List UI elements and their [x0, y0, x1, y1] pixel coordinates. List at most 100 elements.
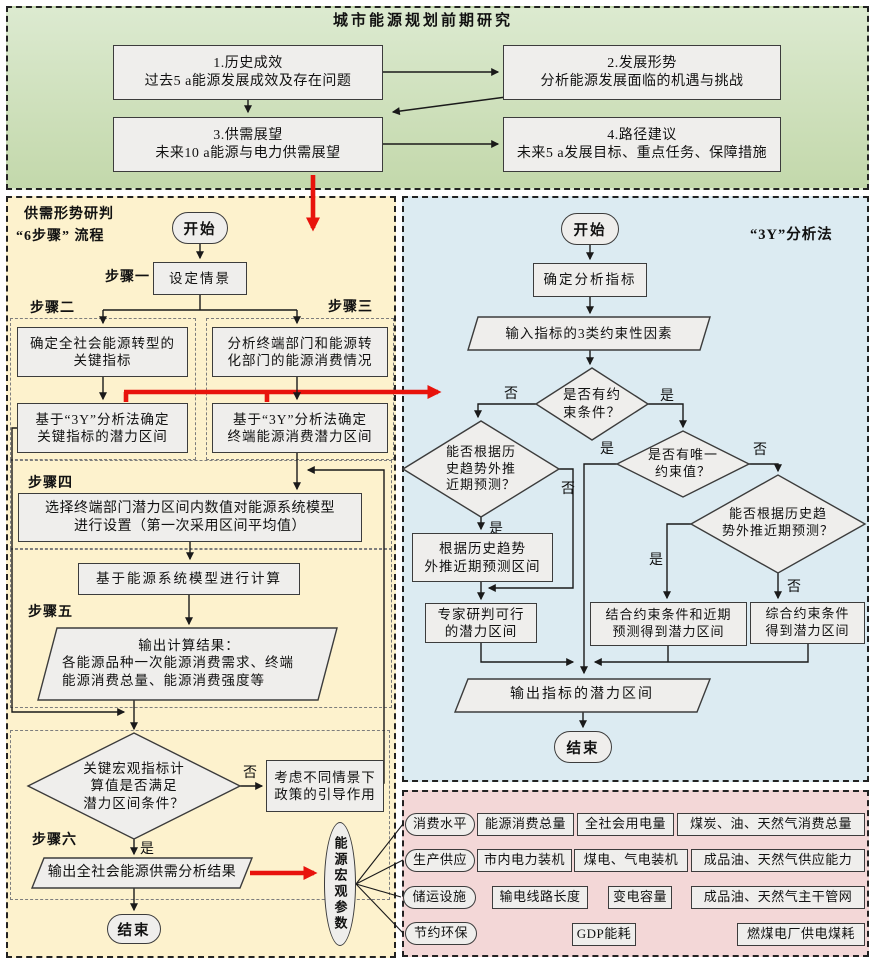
label-step6-label-text: 步骤六 — [32, 833, 77, 848]
param-coal-plant-rate-text: 燃煤电厂供电煤耗 — [746, 926, 855, 942]
node-combine-range: 结合约束条件和近期 预测得到潜力区间 — [590, 602, 747, 646]
param-substation-capacity-text: 变电容量 — [612, 889, 667, 905]
box-history-title: 1.历史成效 — [213, 55, 283, 71]
node-analyze-enduse: 分析终端部门和能源转 化部门的能源消费情况 — [212, 327, 388, 377]
node-expert-range-l1: 专家研判可行 — [437, 606, 525, 622]
six-start-text: 开始 — [183, 221, 217, 238]
3y-start: 开始 — [561, 213, 619, 245]
node-hist-extrapolate-l1: 根据历史趋势 — [439, 541, 526, 557]
six-step-heading-2: “6步骤” 流程 — [16, 225, 105, 245]
label-d2-no-text: 否 — [561, 482, 576, 497]
node-analyze-enduse-l1: 分析终端部门和能源转 — [227, 335, 373, 351]
label-d3-yes: 是 — [600, 438, 615, 458]
box-outlook-title: 3.供需展望 — [213, 127, 283, 143]
param-line-length-text: 输电线路长度 — [499, 889, 581, 905]
node-3y-enduse-range-l2: 终端能源消费潜力区间 — [227, 429, 373, 444]
node-macro-ellipse-text: 能源宏观参数 — [332, 836, 348, 932]
node-model-setup-l1: 选择终端部门潜力区间内数值对能源系统模型 — [45, 500, 335, 516]
param-electricity-total-text: 全社会用电量 — [584, 816, 666, 832]
param-energy-total: 能源消费总量 — [477, 813, 574, 836]
node-3y-enduse-range: 基于“3Y”分析法确定 终端能源消费潜力区间 — [212, 403, 388, 453]
six-start: 开始 — [172, 212, 228, 244]
cat-production: 生产供应 — [405, 849, 475, 872]
label-d4-yes-text: 是 — [649, 553, 664, 568]
box-situation-desc: 分析能源发展面临的机遇与挑战 — [540, 73, 744, 89]
label-step3: 步骤三 — [328, 296, 373, 316]
label-d4-yes: 是 — [649, 549, 664, 569]
label-d4-no-text: 否 — [787, 580, 802, 595]
six-end-text: 结束 — [117, 922, 151, 939]
param-pipeline-network-text: 成品油、天然气主干管网 — [703, 889, 853, 905]
cat-production-text: 生产供应 — [412, 852, 467, 868]
group-step6 — [10, 730, 390, 900]
node-define-indicator: 确定分析指标 — [533, 263, 647, 297]
node-macro-ellipse: 能源宏观参数 — [324, 822, 356, 946]
node-combine-range-l1: 结合约束条件和近期 — [605, 607, 732, 623]
node-set-scenario-text: 设定情景 — [169, 270, 231, 286]
label-step2: 步骤二 — [30, 297, 75, 317]
param-city-capacity-text: 市内电力装机 — [483, 852, 565, 868]
group-step4 — [10, 460, 392, 549]
label-step6-yes: 是 — [140, 838, 155, 858]
node-synth-range-l1: 综合约束条件 — [765, 606, 850, 622]
decision-hist-trend-left — [401, 420, 561, 518]
node-combine-range-l2: 预测得到潜力区间 — [612, 624, 725, 639]
cat-conservation-text: 节约环保 — [413, 925, 468, 941]
param-line-length: 输电线路长度 — [492, 886, 588, 909]
node-model-calc: 基于能源系统模型进行计算 — [78, 563, 300, 595]
param-gdp-energy-text: GDP能耗 — [576, 926, 632, 942]
node-expert-range: 专家研判可行 的潜力区间 — [425, 603, 537, 643]
node-model-setup: 选择终端部门潜力区间内数值对能源系统模型 进行设置（第一次采用区间平均值） — [18, 493, 362, 542]
decision-hist-trend-right — [689, 474, 867, 574]
node-expert-range-l2: 的潜力区间 — [444, 624, 518, 639]
label-step3-text: 步骤三 — [328, 300, 373, 315]
label-step5-text: 步骤五 — [28, 605, 73, 620]
label-d1-no: 否 — [504, 383, 519, 403]
node-model-setup-l2: 进行设置（第一次采用区间平均值） — [74, 518, 306, 534]
box-history-desc: 过去5 a能源发展成效及存在问题 — [144, 73, 352, 89]
label-d4-no: 否 — [787, 576, 802, 596]
io-output-supply-demand — [30, 857, 254, 889]
param-coal-gas-capacity-text: 煤电、气电装机 — [583, 852, 679, 868]
label-step6-yes-text: 是 — [140, 842, 155, 857]
cat-storage-text: 储运设施 — [412, 889, 467, 905]
node-set-scenario: 设定情景 — [153, 262, 247, 295]
param-city-capacity: 市内电力装机 — [477, 849, 572, 872]
label-d1-yes-text: 是 — [660, 389, 675, 404]
label-d2-no: 否 — [561, 478, 576, 498]
param-pipeline-network: 成品油、天然气主干管网 — [691, 886, 865, 909]
cat-conservation: 节约环保 — [405, 922, 477, 945]
param-oil-gas-supply-text: 成品油、天然气供应能力 — [703, 852, 853, 868]
3y-end: 结束 — [554, 731, 612, 763]
box-history: 1.历史成效 过去5 a能源发展成效及存在问题 — [113, 45, 383, 100]
box-situation: 2.发展形势 分析能源发展面临的机遇与挑战 — [503, 45, 781, 100]
param-fossil-total: 煤炭、油、天然气消费总量 — [677, 813, 865, 836]
label-step6-no: 否 — [243, 762, 258, 782]
node-hist-extrapolate: 根据历史趋势 外推近期预测区间 — [412, 533, 553, 582]
decision-unique-constraint — [615, 430, 751, 498]
node-3y-key-range-l1: 基于“3Y”分析法确定 — [35, 411, 170, 427]
decision-has-constraint — [534, 367, 650, 441]
six-end: 结束 — [107, 914, 161, 944]
3y-end-text: 结束 — [566, 740, 600, 757]
label-3y-method: “3Y”分析法 — [750, 223, 833, 244]
node-hist-extrapolate-l2: 外推近期预测区间 — [424, 558, 541, 574]
node-key-indicators-l1: 确定全社会能源转型的 — [30, 335, 175, 351]
node-synth-range: 综合约束条件 得到潜力区间 — [750, 602, 865, 644]
node-model-calc-text: 基于能源系统模型进行计算 — [96, 571, 282, 587]
box-situation-title: 2.发展形势 — [607, 55, 677, 71]
label-step1: 步骤一 — [96, 266, 150, 286]
param-electricity-total: 全社会用电量 — [577, 813, 674, 836]
label-d1-no-text: 否 — [504, 387, 519, 402]
cat-storage: 储运设施 — [403, 886, 476, 909]
label-d3-yes-text: 是 — [600, 442, 615, 457]
node-consider-policy: 考虑不同情景下 政策的引导作用 — [266, 760, 384, 812]
param-oil-gas-supply: 成品油、天然气供应能力 — [691, 849, 865, 872]
box-outlook: 3.供需展望 未来10 a能源与电力供需展望 — [113, 117, 383, 172]
io-output-potential-range — [453, 678, 712, 713]
label-step1-text: 步骤一 — [105, 270, 150, 285]
param-substation-capacity: 变电容量 — [608, 886, 672, 909]
box-path: 4.路径建议 未来5 a发展目标、重点任务、保障措施 — [503, 117, 781, 172]
